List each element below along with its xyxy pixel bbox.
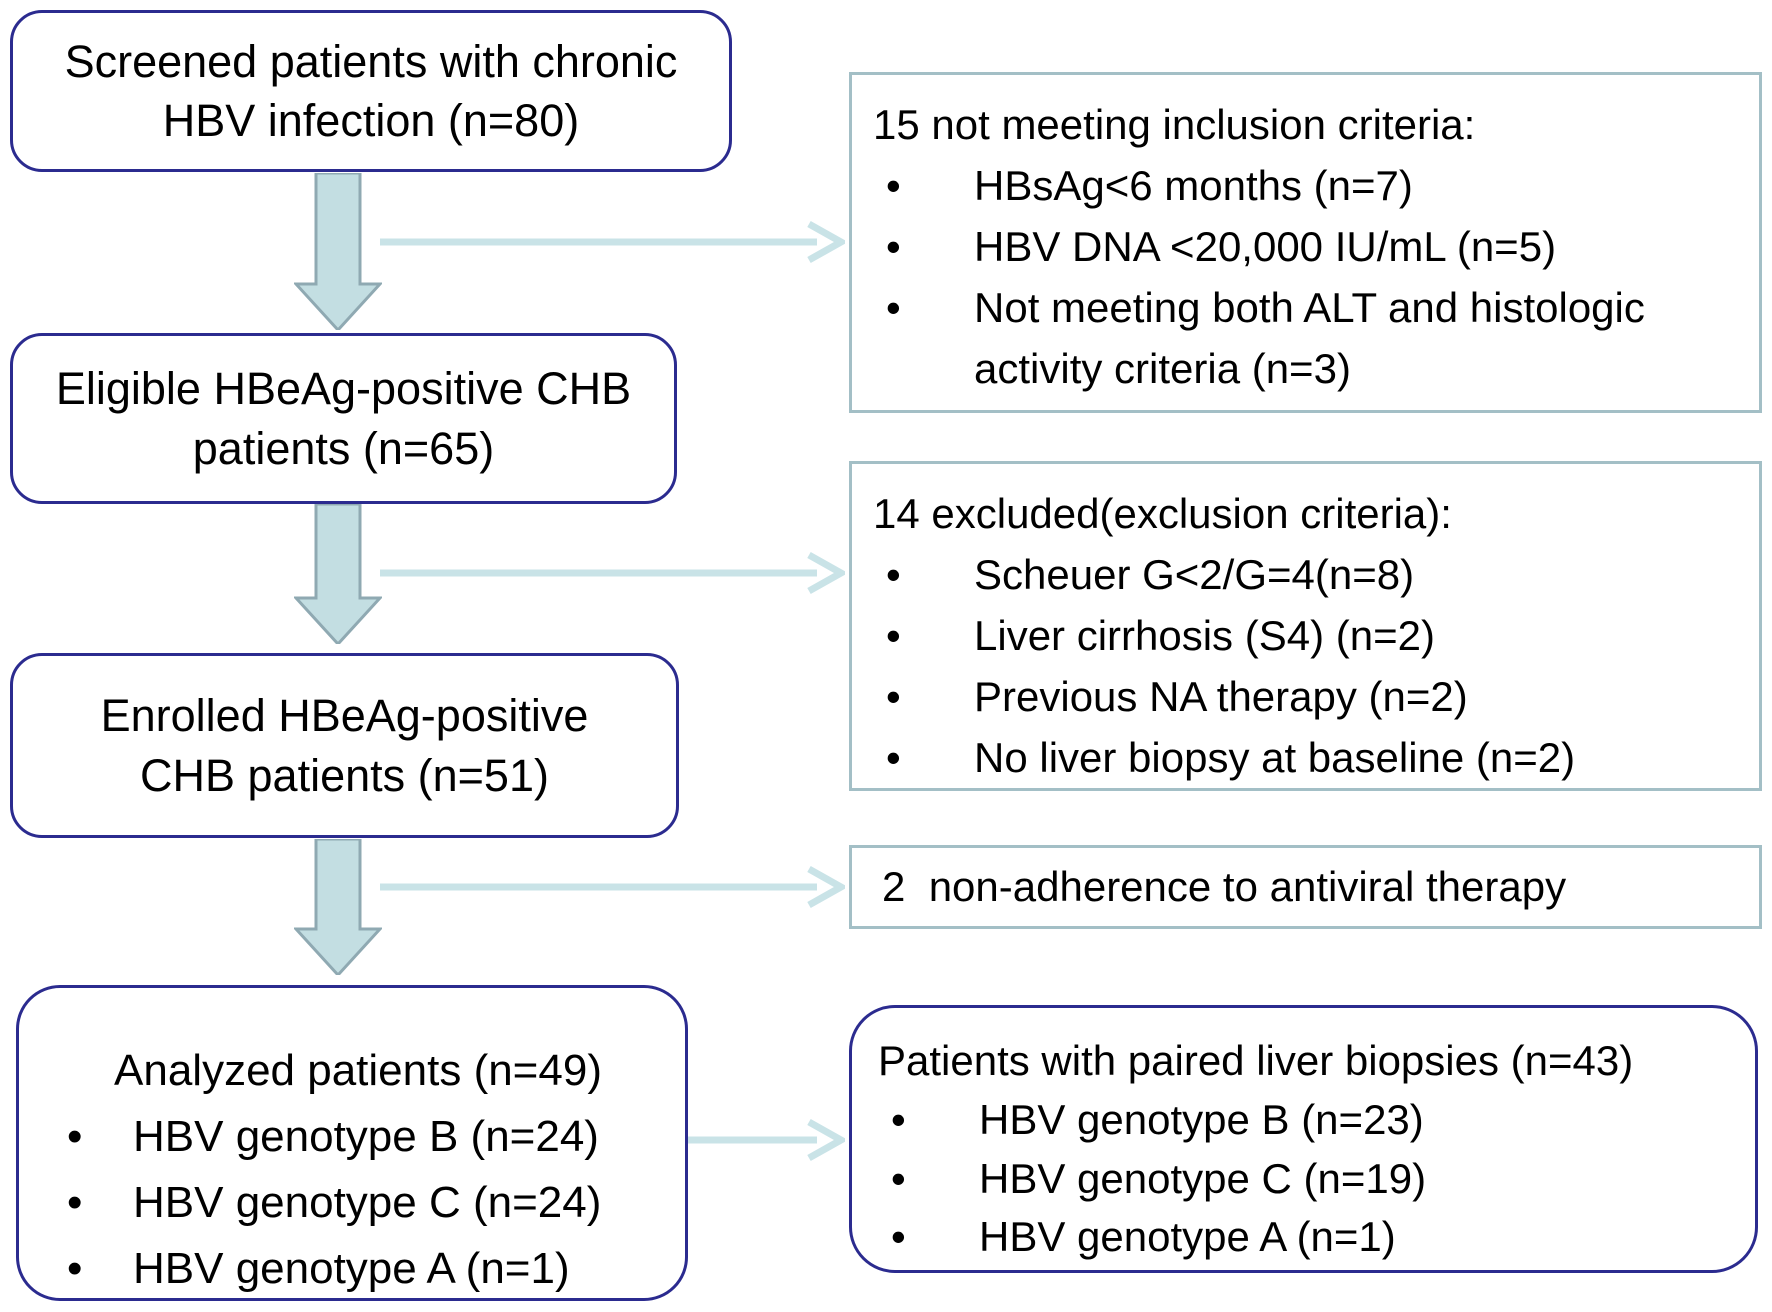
- box-text: 2 non-adherence to antiviral therapy: [882, 863, 1567, 910]
- box-line: Eligible HBeAg-positive CHB: [55, 363, 632, 415]
- box-excluded: 14 excluded(exclusion criteria): • Scheu…: [849, 461, 1762, 791]
- bullet-icon: •: [67, 1244, 83, 1293]
- bullet-text: HBV genotype B (n=23): [979, 1095, 1424, 1143]
- list-item: • HBV genotype C (n=24): [59, 1170, 657, 1236]
- bullet-icon: •: [886, 283, 901, 331]
- list-item: • HBV genotype A (n=1): [878, 1208, 1731, 1267]
- list-item: • HBV genotype C (n=19): [878, 1150, 1731, 1209]
- bullet-icon: •: [886, 672, 901, 720]
- right-arrow-icon-3: [380, 865, 845, 909]
- bullet-text: HBV genotype C (n=24): [133, 1178, 602, 1227]
- list-item: • HBV genotype B (n=24): [59, 1104, 657, 1170]
- bullet-text: HBV genotype B (n=24): [133, 1112, 599, 1161]
- bullet-text: HBV genotype C (n=19): [979, 1154, 1427, 1202]
- down-arrow-icon-1: [294, 173, 382, 330]
- bullet-icon: •: [886, 161, 901, 209]
- bullet-text: HBV DNA <20,000 IU/mL (n=5): [974, 222, 1557, 270]
- bullet-icon: •: [891, 1095, 906, 1143]
- list-item: • HBV genotype A (n=1): [59, 1236, 657, 1302]
- list-item: • HBsAg<6 months (n=7): [873, 156, 1735, 217]
- right-arrow-icon-4: [688, 1118, 845, 1162]
- bullet-text: Previous NA therapy (n=2): [974, 672, 1468, 720]
- box-line: Enrolled HBeAg-positive: [100, 690, 589, 742]
- box-title: Analyzed patients (n=49): [114, 1046, 602, 1095]
- bullet-icon: •: [886, 611, 901, 659]
- bullet-text: Not meeting both ALT and histologic acti…: [974, 283, 1645, 392]
- box-analyzed-patients: Analyzed patients (n=49) • HBV genotype …: [16, 985, 688, 1301]
- bullet-icon: •: [891, 1213, 906, 1261]
- box-enrolled-patients: Enrolled HBeAg-positive CHB patients (n=…: [10, 653, 679, 838]
- list-item: • HBV DNA <20,000 IU/mL (n=5): [873, 217, 1735, 278]
- bullet-icon: •: [67, 1178, 83, 1227]
- box-eligible-patients: Eligible HBeAg-positive CHB patients (n=…: [10, 333, 677, 504]
- list-item: • Previous NA therapy (n=2): [873, 667, 1735, 728]
- box-line: HBV infection (n=80): [162, 95, 580, 146]
- box-line: patients (n=65): [192, 422, 495, 474]
- right-arrow-icon-1: [380, 220, 845, 264]
- list-item: • No liver biopsy at baseline (n=2): [873, 728, 1735, 789]
- bullet-text: HBsAg<6 months (n=7): [974, 161, 1413, 209]
- box-line: CHB patients (n=51): [140, 749, 549, 801]
- bullet-icon: •: [891, 1154, 906, 1202]
- box-not-meeting-inclusion: 15 not meeting inclusion criteria: • HBs…: [849, 72, 1762, 413]
- list-item: • Liver cirrhosis (S4) (n=2): [873, 606, 1735, 667]
- list-item: • HBV genotype B (n=23): [878, 1091, 1731, 1150]
- box-paired-biopsies: Patients with paired liver biopsies (n=4…: [849, 1005, 1758, 1273]
- bullet-text: No liver biopsy at baseline (n=2): [974, 733, 1576, 781]
- bullet-icon: •: [886, 550, 901, 598]
- bullet-icon: •: [886, 733, 901, 781]
- right-arrow-icon-2: [380, 551, 845, 595]
- box-non-adherence: 2 non-adherence to antiviral therapy: [849, 845, 1762, 929]
- bullet-text: Scheuer G<2/G=4(n=8): [974, 550, 1415, 598]
- bullet-text: HBV genotype A (n=1): [979, 1213, 1396, 1261]
- box-title: 14 excluded(exclusion criteria):: [873, 490, 1452, 537]
- bullet-text: HBV genotype A (n=1): [133, 1244, 570, 1293]
- box-title: 15 not meeting inclusion criteria:: [873, 101, 1476, 148]
- down-arrow-icon-3: [294, 839, 382, 975]
- bullet-icon: •: [67, 1112, 83, 1161]
- list-item: • Not meeting both ALT and histologic ac…: [873, 278, 1735, 400]
- bullet-icon: •: [886, 222, 901, 270]
- box-line: Screened patients with chronic: [64, 35, 678, 87]
- box-screened-patients: Screened patients with chronic HBV infec…: [10, 10, 732, 172]
- box-title: Patients with paired liver biopsies (n=4…: [878, 1037, 1634, 1084]
- bullet-text: Liver cirrhosis (S4) (n=2): [974, 611, 1435, 659]
- down-arrow-icon-2: [294, 504, 382, 644]
- list-item: • Scheuer G<2/G=4(n=8): [873, 545, 1735, 606]
